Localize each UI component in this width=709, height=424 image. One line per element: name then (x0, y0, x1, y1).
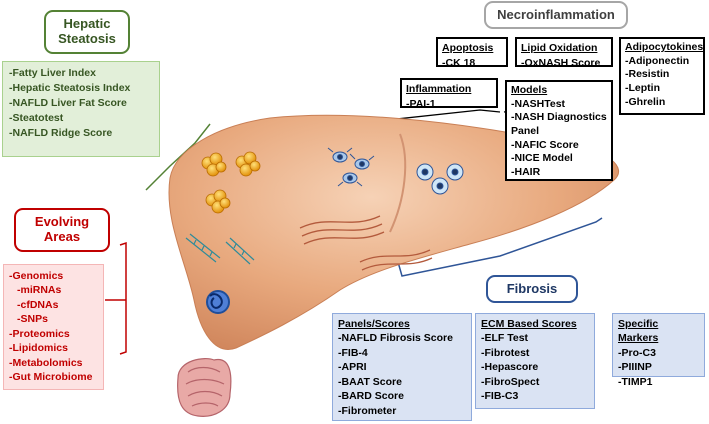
adipocytokines-box: Adipocytokines -Adiponectin -Resistin -L… (619, 37, 705, 115)
box-heading: Panels/Scores (338, 318, 410, 330)
list-item: -Metabolomics (9, 356, 83, 369)
box-heading: Lipid Oxidation (521, 42, 598, 54)
ecm-scores-box: ECM Based Scores -ELF Test -Fibrotest -H… (475, 313, 595, 409)
list-item: -SNPs (17, 313, 48, 326)
inflammation-box: Inflammation -PAI-1 (400, 78, 498, 110)
necroinflammation-title: Necroinflammation (484, 1, 628, 29)
list-item: -miRNAs (17, 284, 62, 297)
list-item: -Proteomics (9, 327, 70, 340)
list-item: -BARD Score (338, 390, 404, 403)
list-item: -CK 18 (442, 56, 476, 69)
list-item: -FIB-C3 (481, 390, 519, 403)
box-heading: ECM Based Scores (481, 318, 577, 330)
list-item: -Adiponectin (625, 54, 690, 67)
list-item: -Fibrometer (338, 404, 397, 417)
list-item: -PIIINP (618, 361, 652, 374)
list-item: -Gut Microbiome (9, 371, 93, 384)
fat-droplet-icon (201, 151, 261, 214)
box-heading: Specific Markers (618, 318, 659, 345)
hepatocyte-icon (416, 163, 464, 195)
list-item: -NICE Model (511, 152, 573, 165)
list-item: -Fibrotest (481, 346, 530, 359)
intestine-icon (177, 357, 232, 417)
list-item: -Genomics (9, 270, 64, 282)
list-item: -APRI (338, 361, 367, 374)
list-item: -NAFLD Fibrosis Score (338, 332, 453, 345)
list-item: -cfDNAs (17, 298, 59, 311)
models-box: Models -NASHTest -NASH Diagnostics Panel… (505, 80, 613, 181)
list-item: -Lipidomics (9, 342, 68, 355)
panels-scores-box: Panels/Scores -NAFLD Fibrosis Score -FIB… (332, 313, 472, 421)
list-item: -TIMP1 (618, 375, 653, 388)
list-item: -Ghrelin (625, 95, 666, 108)
list-item: -NAFLD Liver Fat Score (9, 96, 127, 109)
box-heading: Models (511, 84, 548, 96)
list-item: -Leptin (625, 81, 660, 94)
list-item: -NASHTest (511, 97, 566, 110)
list-item: -HAIR (511, 165, 541, 178)
list-item: -Steatotest (9, 111, 64, 124)
list-item: -NAFIC Score (511, 138, 579, 151)
list-item: -Hepascore (481, 361, 539, 374)
list-item: -ELF Test (481, 332, 529, 345)
fibrosis-scar-icon (299, 215, 433, 271)
evolving-connector (105, 241, 127, 355)
list-item: -PAI-1 (406, 97, 436, 110)
chromatin-icon (206, 290, 230, 314)
list-item: -NAFLD Ridge Score (9, 126, 113, 139)
evolving-areas-box: -Genomics -miRNAs -cfDNAs -SNPs -Proteom… (3, 264, 104, 390)
lipid-oxidation-box: Lipid Oxidation -OxNASH Score (515, 37, 613, 69)
dna-helix-icon (185, 233, 255, 265)
list-item: -BAAT Score (338, 375, 402, 388)
box-heading: Apoptosis (442, 42, 494, 54)
kupffer-cell-icon (327, 147, 375, 187)
hepatic-steatosis-box: -Fatty Liver Index -Hepatic Steatosis In… (2, 61, 160, 157)
list-item: -Pro-C3 (618, 346, 656, 359)
hepatic-steatosis-title: Hepatic Steatosis (44, 10, 130, 54)
apoptosis-box: Apoptosis -CK 18 (436, 37, 508, 69)
specific-markers-box: Specific Markers -Pro-C3 -PIIINP -TIMP1 (612, 313, 705, 388)
list-item: -Resistin (625, 68, 670, 81)
list-item: -FibroSpect (481, 375, 540, 388)
box-heading: Inflammation (406, 83, 472, 95)
list-item: -FIB-4 (338, 346, 368, 359)
list-item: -Fatty Liver Index (9, 67, 96, 79)
fibrosis-title: Fibrosis (486, 275, 578, 303)
list-item: -Hepatic Steatosis Index (9, 81, 131, 94)
list-item: -NASH Diagnostics Panel (511, 111, 607, 137)
evolving-areas-title: Evolving Areas (14, 208, 110, 252)
box-heading: Adipocytokines (625, 41, 704, 53)
fibrosis-connector (397, 217, 603, 277)
list-item: -OxNASH Score (521, 56, 601, 69)
